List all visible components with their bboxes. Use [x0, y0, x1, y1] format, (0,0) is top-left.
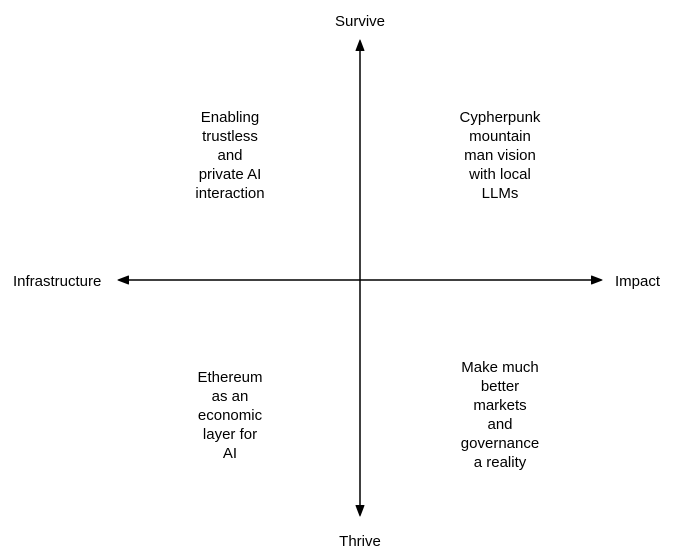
quadrant-text-bottom-right: Make much better markets and governance … [460, 359, 540, 471]
arrowhead-up-icon [355, 39, 365, 51]
vertical-axis [355, 39, 365, 517]
quadrant-text-top-left: Enabling trustless and private AI intera… [195, 109, 265, 202]
arrowhead-right-icon [591, 275, 603, 285]
arrowhead-down-icon [355, 505, 365, 517]
arrowhead-left-icon [117, 275, 129, 285]
axis-label-thrive: Thrive [339, 533, 381, 550]
axis-label-survive: Survive [334, 13, 386, 30]
quadrant-text-top-right: Cypherpunk mountain man vision with loca… [459, 109, 541, 202]
horizontal-axis [117, 275, 603, 285]
axis-label-infrastructure: Infrastructure [13, 273, 102, 290]
quadrant-text-bottom-left: Ethereum as an economic layer for AI [197, 369, 263, 462]
axis-label-impact: Impact [615, 273, 661, 290]
